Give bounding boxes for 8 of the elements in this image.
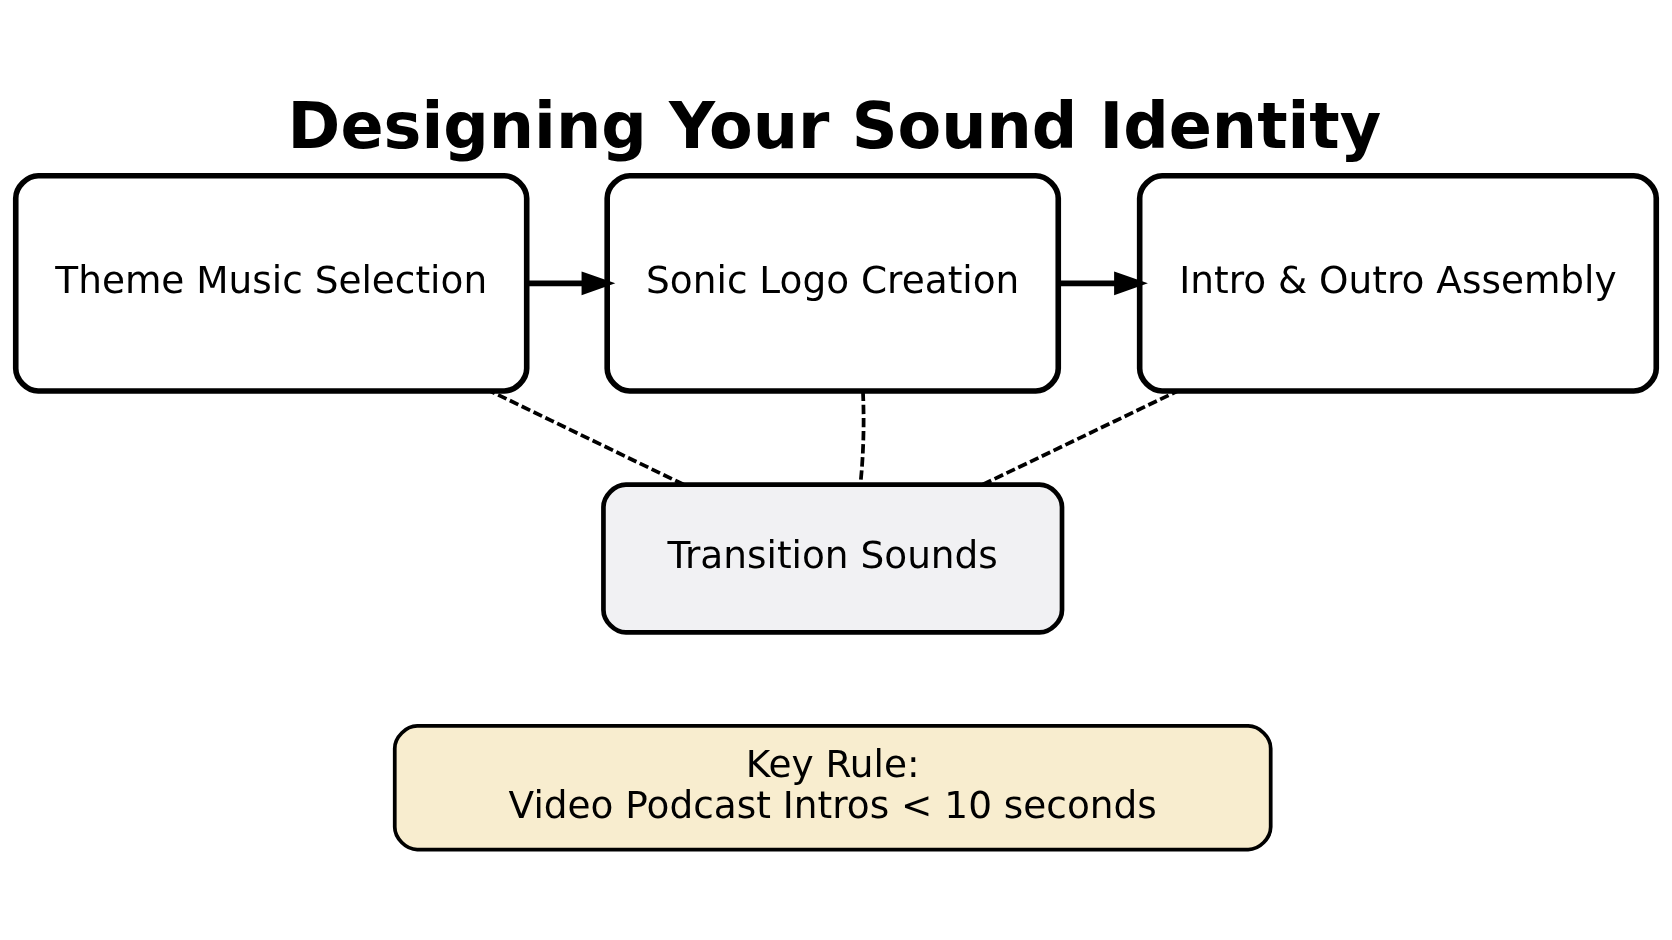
node-box: Key Rule: Video Podcast Intros < 10 seconds [392,723,1273,851]
arrow [1058,271,1148,295]
node-box: Sonic Logo Creation [604,172,1062,394]
node-box: Transition Sounds [601,481,1065,635]
diagram-title: Designing Your Sound Identity [287,88,1382,163]
node-box: Theme Music Selection [12,172,530,394]
node-box: Intro & Outro Assembly [1136,172,1660,394]
arrow [526,271,616,295]
